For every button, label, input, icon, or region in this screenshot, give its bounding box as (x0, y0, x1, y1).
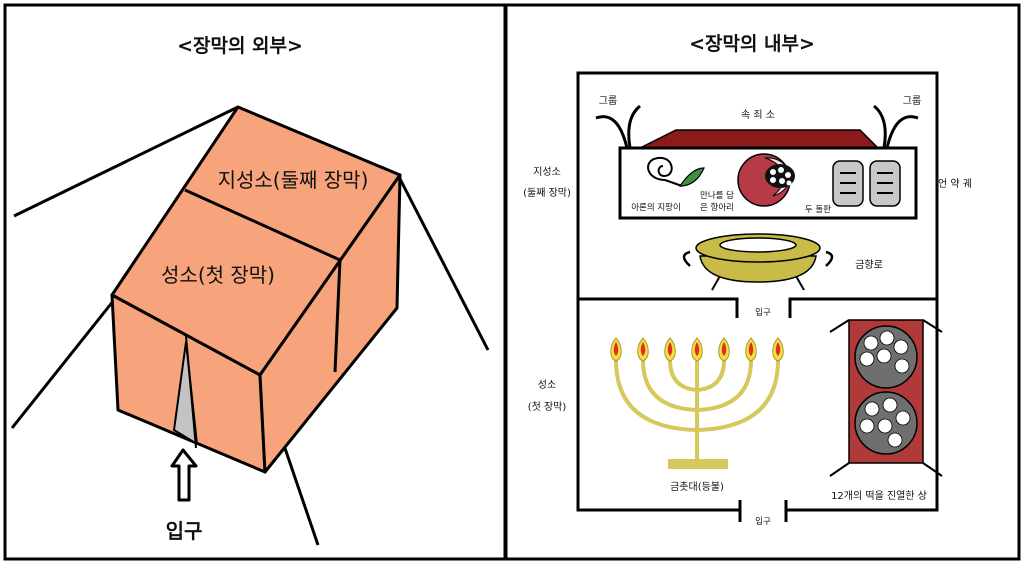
lampstand-label: 금촛대(등불) (670, 481, 724, 493)
bread-plate-top (854, 325, 918, 389)
tent-side-wall (258, 173, 402, 474)
exterior-entrance-label: 입구 (166, 519, 203, 543)
holy-place-label-1: 성소 (538, 379, 556, 391)
mercy-seat-label: 속 죄 소 (741, 109, 775, 121)
roof-divider (184, 188, 341, 262)
cherub-right-icon (872, 104, 919, 149)
holy-of-holies-label-1: 지성소 (533, 166, 561, 178)
door-flap-line (185, 335, 197, 449)
ark-label: 언 약 궤 (938, 178, 972, 190)
guy-ropes (10, 105, 490, 546)
holy-of-holies-label: 지성소(둘째 장막) (218, 168, 369, 192)
golden-lampstand-icon (610, 337, 784, 469)
two-tablets-label: 두 돌판 (805, 205, 831, 215)
mercy-seat (639, 129, 880, 149)
two-tablets-icon (832, 160, 901, 207)
inner-entrance-label: 입구 (755, 308, 771, 318)
right-panel-frame (504, 3, 1021, 561)
veil-right (788, 297, 937, 318)
lamp-flames (610, 337, 784, 362)
cherub-right-label: 그룹 (903, 95, 921, 107)
tent (110, 105, 402, 474)
floor-plan (576, 71, 939, 522)
plan-left-wall (576, 148, 740, 512)
showbread-table-icon (829, 319, 943, 477)
plan-right-wall (786, 148, 939, 512)
manna-jar-icon (737, 153, 795, 207)
interior-title: <장막의 내부> (689, 33, 815, 55)
cherub-left-label: 그룹 (599, 95, 617, 107)
holy-place-label: 성소(첫 장막) (161, 263, 275, 287)
veil-left (578, 297, 739, 318)
golden-censer-label: 금향로 (855, 259, 883, 271)
plan-top-wall (576, 71, 939, 148)
aarons-rod-label: 아론의 지팡이 (631, 202, 681, 213)
bread-plate-bottom (854, 391, 918, 455)
entrance-arrow-icon (170, 448, 198, 502)
manna-jar-label-2: 은 항아리 (700, 202, 734, 213)
side-wall-divider (333, 259, 342, 373)
aarons-rod-icon (647, 156, 705, 187)
holy-place-label-2: (첫 장막) (528, 401, 567, 413)
exterior-title: <장막의 외부> (177, 35, 303, 57)
outer-entrance-label: 입구 (755, 517, 771, 527)
golden-censer-icon (682, 233, 834, 291)
showbread-table-label: 12개의 떡을 진열한 상 (831, 490, 927, 502)
holy-of-holies-label-2: (둘째 장막) (523, 187, 571, 199)
manna-jar-label-1: 만나를 담 (700, 190, 734, 201)
cherub-left-icon (595, 104, 642, 149)
